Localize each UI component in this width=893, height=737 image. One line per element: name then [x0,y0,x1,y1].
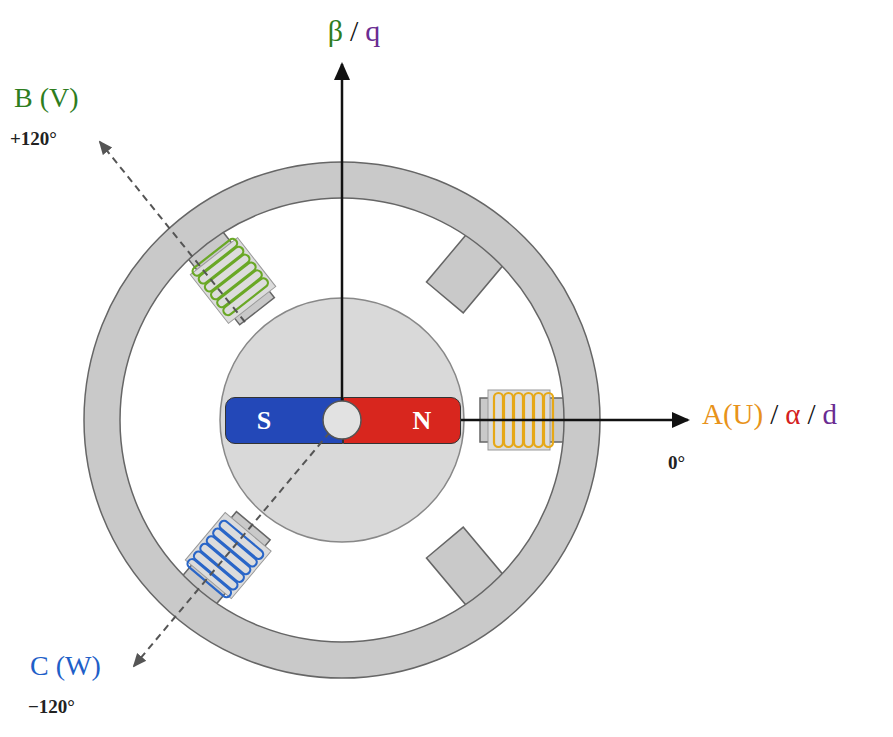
coil-winding [191,237,239,277]
coil-winding [222,277,270,317]
label-group: B (V) [14,82,79,114]
coil-winding [211,527,258,569]
d-axis [461,419,688,422]
pole-letter: N [413,406,432,436]
separator: / [350,14,358,48]
stator-ring [84,162,600,678]
stator-coils [183,235,553,601]
magnet-pole: S [225,397,343,444]
axis-name: α [785,398,800,431]
label-group: 0° [668,452,685,474]
phase-name: C (W) [30,650,101,682]
coil-winding [534,393,543,447]
coil-winding [514,393,523,447]
coil-winding [494,393,503,447]
label-group: −120° [28,696,75,718]
axis-name: β [328,14,343,48]
coil [183,513,271,601]
coil [488,390,553,450]
coil-winding [197,245,245,285]
label-group: C (W) [30,650,101,682]
b-axis [100,142,245,322]
label-group: A(U)/α/d [702,398,837,431]
label-group: β/q [328,14,381,48]
coil-winding [192,550,239,592]
rotor [220,298,464,542]
coil-winding [209,261,257,301]
pole-letter: S [257,406,271,436]
coil-former [488,390,550,450]
coil-winding [203,253,251,293]
separator: / [770,398,778,431]
q-axis [341,64,344,402]
c-axis [134,432,330,666]
coil-winding [544,393,553,447]
coil-winding [504,393,513,447]
coil-winding [524,393,533,447]
phase-name: B (V) [14,82,79,114]
coil-winding [205,534,252,576]
shaft-hole [323,401,361,439]
angle-value: 0° [668,452,685,474]
magnet-pole: N [343,397,461,444]
axis-name: q [365,14,380,48]
angle-value: −120° [28,696,75,718]
coil-winding [186,557,233,599]
coil [188,235,275,323]
phase-name: A(U) [702,398,763,431]
label-group: +120° [10,128,57,150]
coil-winding [215,269,263,309]
coil-winding [199,542,246,584]
angle-value: +120° [10,128,57,150]
coil-former [190,238,275,324]
coil-winding [218,519,265,561]
axis-name: d [823,398,838,431]
separator: / [807,398,815,431]
coil-former [185,513,271,599]
